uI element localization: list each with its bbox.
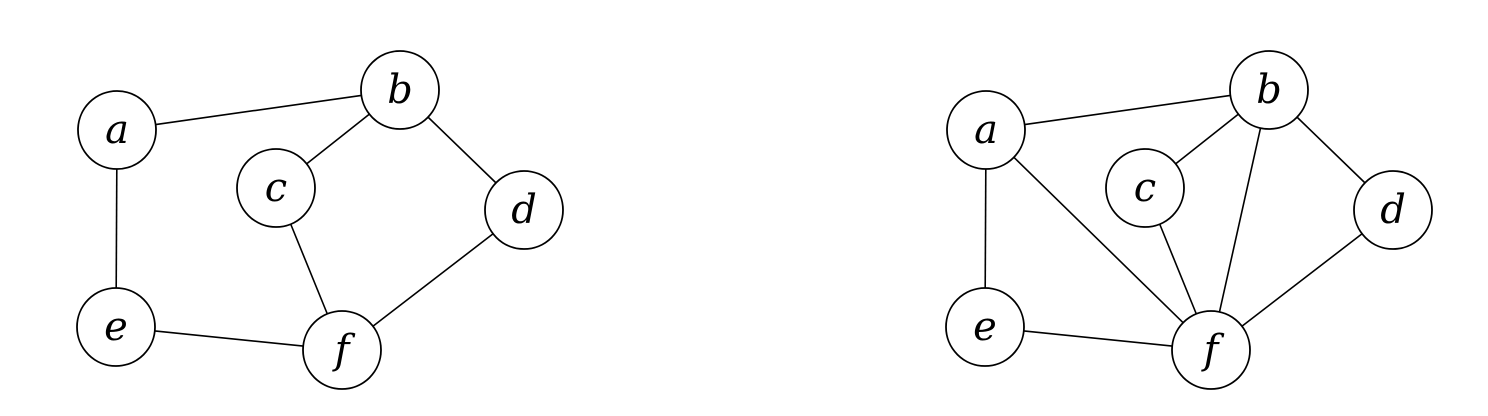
- node-a: a: [77, 90, 157, 170]
- node-circle-d: [1353, 170, 1433, 250]
- node-circle-e: [76, 287, 156, 367]
- node-circle-f: [1171, 310, 1251, 390]
- node-e: e: [76, 287, 156, 367]
- node-circle-f: [302, 310, 382, 390]
- edge-a-b: [1024, 94, 1231, 126]
- edge-b-c: [306, 113, 370, 165]
- node-c: c: [236, 148, 316, 228]
- node-label-e: e: [973, 304, 997, 350]
- node-b: b: [360, 50, 440, 130]
- node-d: d: [1353, 170, 1433, 250]
- node-circle-d: [484, 170, 564, 250]
- edge-e-f: [1023, 330, 1173, 347]
- edge-b-d: [1296, 116, 1366, 184]
- node-label-d: d: [511, 187, 537, 233]
- node-circle-b: [1229, 50, 1309, 130]
- edge-a-e: [115, 168, 118, 289]
- node-f: f: [1171, 310, 1251, 390]
- node-label-a: a: [105, 107, 129, 153]
- edge-c-f: [289, 223, 329, 315]
- node-label-c: c: [265, 165, 287, 211]
- edge-b-d: [427, 116, 497, 184]
- node-f: f: [302, 310, 382, 390]
- node-circle-a: [946, 90, 1026, 170]
- edge-a-f: [1013, 156, 1184, 324]
- edge-d-f: [1241, 233, 1363, 327]
- node-label-c: c: [1134, 165, 1156, 211]
- node-label-b: b: [1256, 67, 1282, 113]
- node-circle-c: [1105, 148, 1185, 228]
- node-label-d: d: [1380, 187, 1406, 233]
- node-circle-e: [945, 287, 1025, 367]
- node-label-a: a: [974, 107, 998, 153]
- edge-a-b: [155, 94, 362, 126]
- node-label-e: e: [104, 304, 128, 350]
- node-circle-c: [236, 148, 316, 228]
- node-d: d: [484, 170, 564, 250]
- edge-d-f: [372, 233, 494, 327]
- node-b: b: [1229, 50, 1309, 130]
- node-circle-a: [77, 90, 157, 170]
- node-c: c: [1105, 148, 1185, 228]
- node-label-b: b: [387, 67, 413, 113]
- node-e: e: [945, 287, 1025, 367]
- graph-right: a b c d e f: [945, 50, 1433, 390]
- node-a: a: [946, 90, 1026, 170]
- edge-b-f: [1218, 127, 1262, 313]
- edge-b-c: [1175, 113, 1239, 165]
- graph-left: a b c d e f: [76, 50, 564, 390]
- node-circle-b: [360, 50, 440, 130]
- edge-a-e: [984, 168, 987, 289]
- edge-e-f: [154, 330, 304, 347]
- edge-c-f: [1158, 223, 1198, 315]
